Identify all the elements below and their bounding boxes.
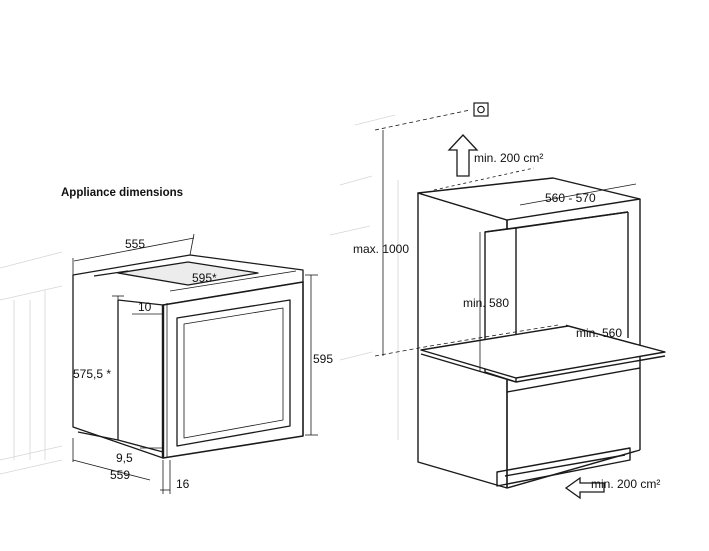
dim-top-offset-label: 10 <box>138 300 152 314</box>
dim-niche-height-label: min. 580 <box>463 296 510 310</box>
appliance-top-panel <box>117 261 259 286</box>
plinth-vent <box>496 447 631 487</box>
bottom-air-arrow-icon <box>564 476 605 500</box>
niche-drawing <box>417 177 666 489</box>
niche-dimension-lines <box>374 109 666 372</box>
dim-body-height-label: 575,5 * <box>73 367 112 381</box>
dim-niche-depth-label: min. 560 <box>576 326 623 340</box>
dim-width-label: 555 <box>125 237 146 251</box>
vent-symbol-icon <box>473 102 489 117</box>
dim-niche-width-label: 560 - 570 <box>545 191 596 205</box>
dim-body-depth-label: 559 <box>110 468 131 482</box>
top-air-arrow-icon <box>447 134 479 177</box>
dim-max-height-label: max. 1000 <box>353 242 410 256</box>
dim-depth-label: 595* <box>192 271 217 285</box>
vent-top-label: min. 200 cm² <box>474 151 544 165</box>
appliance-drawing <box>72 254 304 459</box>
dim-bottom-offset-label: 9,5 <box>116 451 133 465</box>
diagram-title: Appliance dimensions <box>61 187 184 199</box>
faint-background-lines <box>0 114 399 475</box>
appliance-dimension-lines <box>72 233 318 494</box>
dim-door-thickness-label: 16 <box>176 477 190 491</box>
dim-height-label: 595 <box>313 352 334 366</box>
appliance-door-glass <box>176 299 291 447</box>
vent-bottom-label: min. 200 cm² <box>591 477 661 491</box>
